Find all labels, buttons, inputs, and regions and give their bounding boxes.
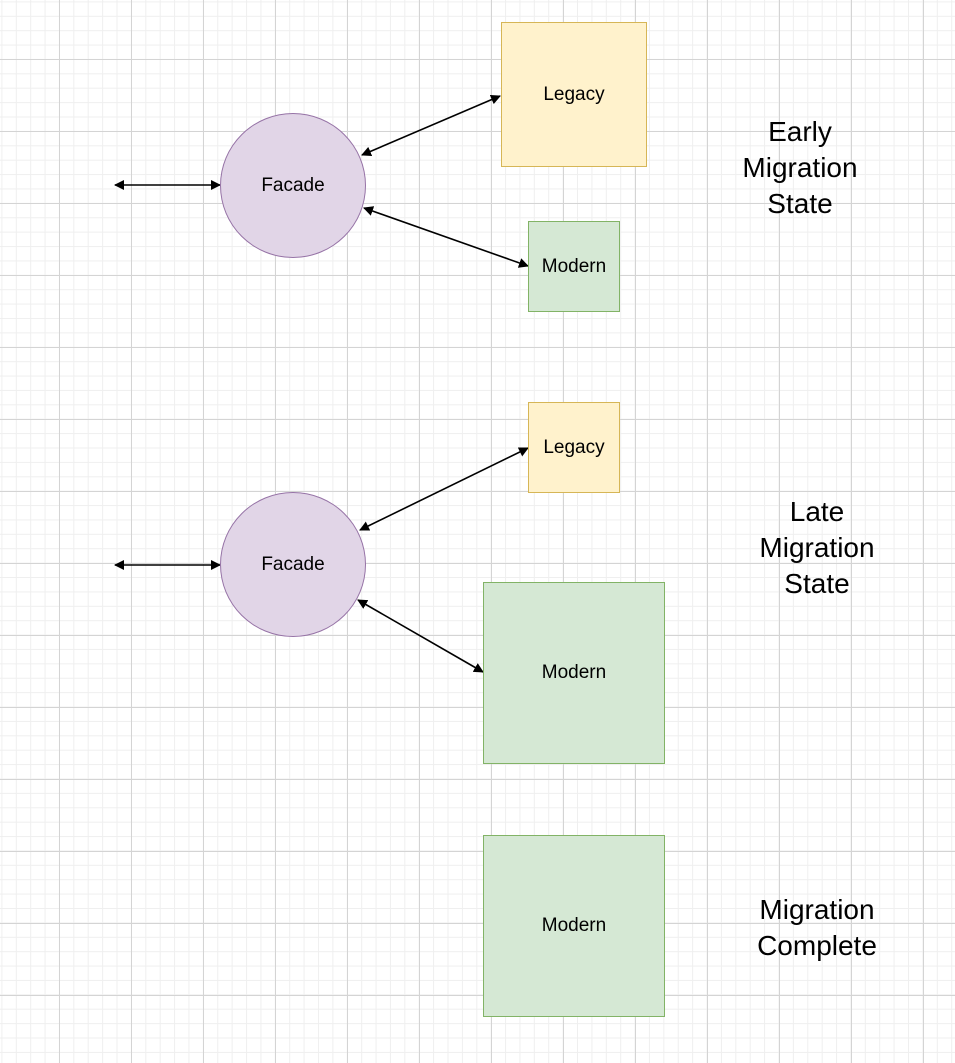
late-migration-state-label: Late Migration State <box>759 496 875 599</box>
modern-node-complete[interactable]: Modern <box>483 835 665 1017</box>
facade-legacy-connector-late[interactable] <box>359 447 529 531</box>
legacy-node-late[interactable]: Legacy <box>528 402 620 493</box>
facade-modern-connector-late[interactable] <box>357 599 484 673</box>
facade-node-late[interactable]: Facade <box>220 492 366 637</box>
early-migration-state-label: Early Migration State <box>742 116 858 219</box>
facade-node-early[interactable]: Facade <box>220 113 366 258</box>
modern-node-early[interactable]: Modern <box>528 221 620 312</box>
facade-modern-connector-early[interactable] <box>363 206 529 268</box>
migration-complete-label: Migration Complete <box>757 894 877 961</box>
legacy-node-early[interactable]: Legacy <box>501 22 647 167</box>
modern-node-late[interactable]: Modern <box>483 582 665 764</box>
facade-legacy-connector-early[interactable] <box>361 94 501 157</box>
